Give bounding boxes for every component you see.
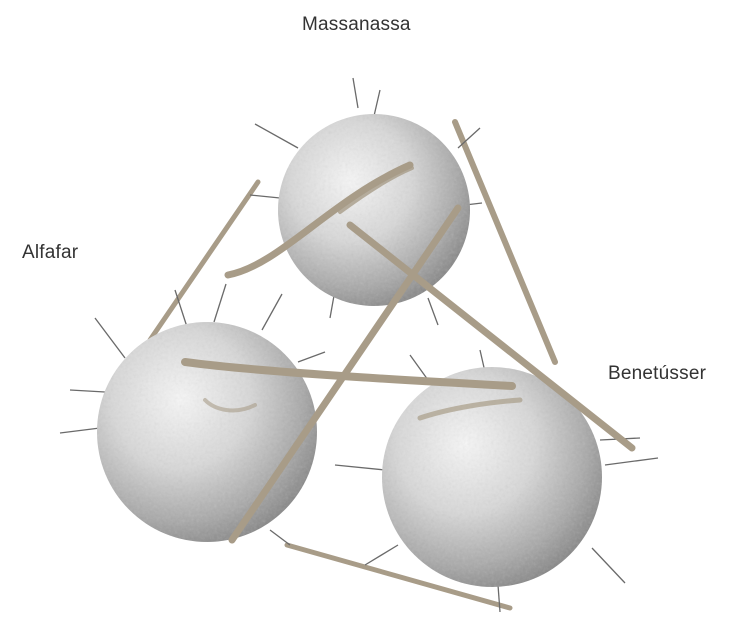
- pin: [70, 390, 105, 392]
- pin: [335, 465, 385, 470]
- stick-left-vertical: [150, 182, 258, 340]
- pin: [250, 195, 280, 198]
- pin: [605, 458, 658, 465]
- pin: [592, 548, 625, 583]
- pin: [365, 545, 398, 565]
- stick-right-vertical: [455, 122, 555, 362]
- sphere-alfafar: [97, 322, 317, 542]
- pin: [270, 530, 290, 545]
- sphere-massanassa: [278, 114, 470, 306]
- pin: [255, 124, 298, 148]
- pin: [60, 428, 100, 433]
- pin: [214, 284, 226, 322]
- pin: [353, 78, 358, 108]
- pin: [374, 90, 380, 116]
- pin: [428, 298, 438, 325]
- pin: [410, 355, 428, 380]
- pin: [298, 352, 325, 362]
- spheres: [97, 114, 602, 587]
- pin: [95, 318, 125, 358]
- pin: [262, 294, 282, 330]
- pin: [498, 585, 500, 612]
